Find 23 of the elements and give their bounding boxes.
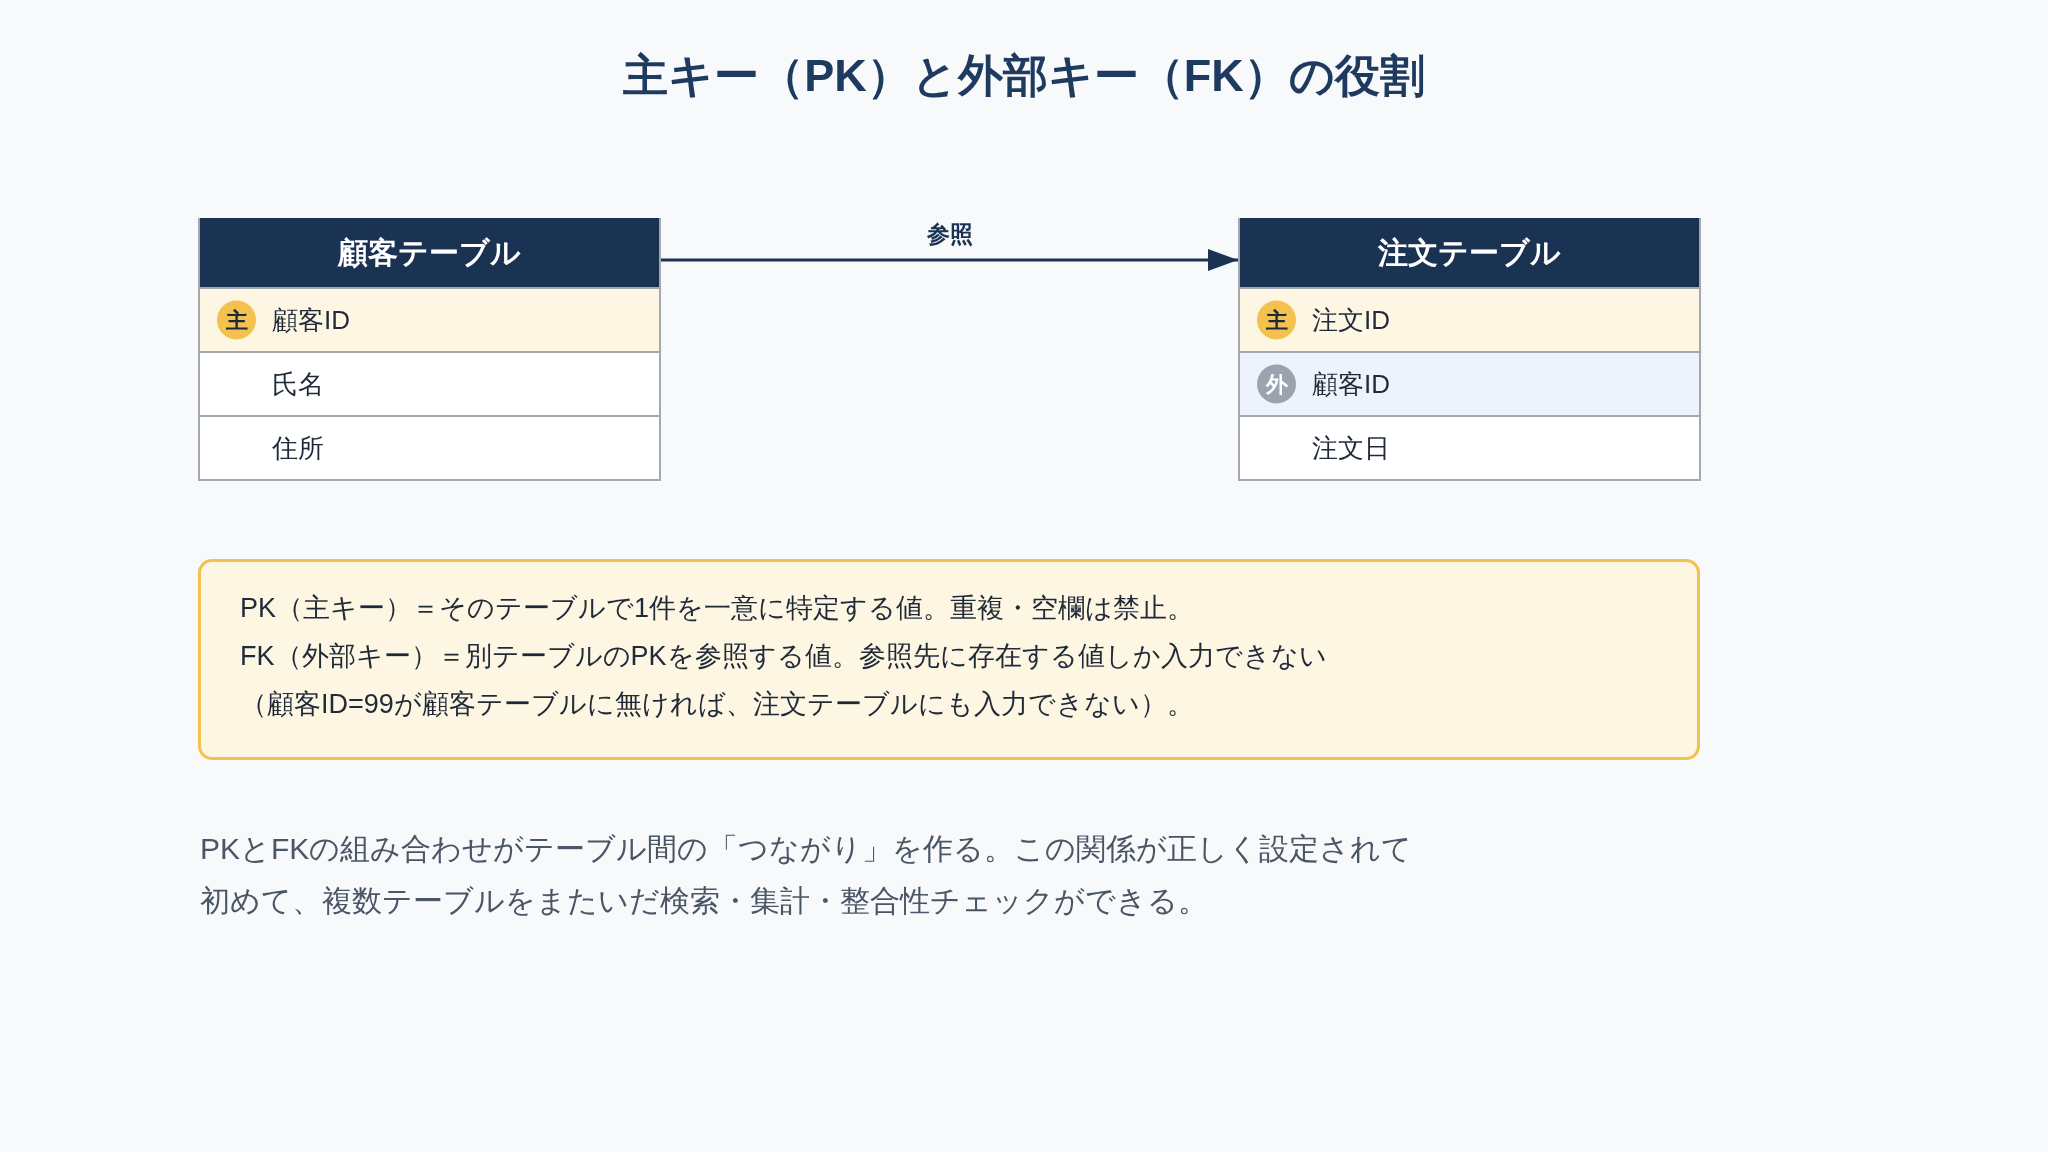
note-text: FK（外部キー）＝別テーブルのPKを参照する値。参照先に存在する値しか入力できない [240,640,1328,673]
table-row [1240,351,1699,415]
note-box [198,559,1700,760]
note-text: （顧客ID=99が顧客テーブルに無ければ、注文テーブルにも入力できない）。 [240,688,1195,721]
field-name: 顧客ID [1312,368,1390,400]
note-text: PK（主キー）＝そのテーブルで1件を一意に特定する値。重複・空欄は禁止。 [240,592,1196,625]
key-badge: 主 [1257,300,1296,340]
title: 主キー（PK）と外部キー（FK）の役割 [623,49,1425,103]
field-name: 注文日 [1312,432,1390,464]
table-row [200,287,659,351]
field-name: 注文ID [1312,304,1390,336]
table-row [1240,287,1699,351]
field-name: 顧客ID [272,304,350,336]
key-badge: 外 [1257,364,1296,404]
arrow [661,249,1238,271]
table-header: 顧客テーブル [200,218,659,287]
key-badge: 主 [217,300,256,340]
table-header: 注文テーブル [1240,218,1699,287]
entity-table [198,218,661,481]
body-text: PKとFKの組み合わせがテーブル間の「つながり」を作る。この関係が正しく設定されて初めて、複数テーブルをまたいだ検索・集計・整合性チェックができる。 [200,831,1414,919]
entity-table [1238,218,1701,481]
field-name: 住所 [272,432,324,464]
field-name: 氏名 [272,368,324,400]
